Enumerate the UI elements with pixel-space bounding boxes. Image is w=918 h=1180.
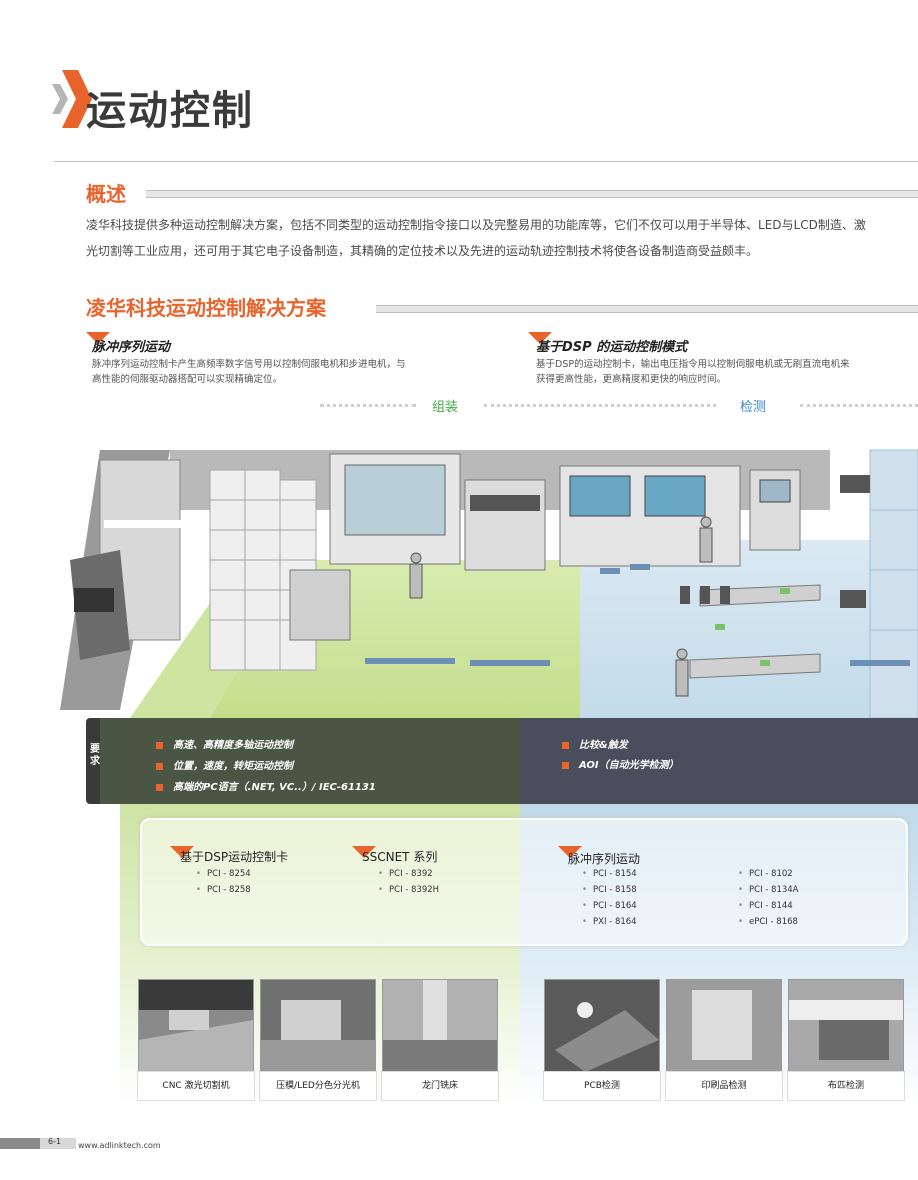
pulse-product-item: •PCI - 8158 xyxy=(582,885,637,895)
print-inspection-photo xyxy=(666,979,782,1073)
pcb-inspection-photo xyxy=(544,979,660,1073)
requirements-tab xyxy=(86,718,104,804)
pulse-product-item: •PCI - 8144 xyxy=(738,901,793,911)
solutions-heading: 凌华科技运动控制解决方案 xyxy=(86,296,326,320)
pulse-section-text: 脉冲序列运动控制卡产生高频率数字信号用以控制伺服电机和步进电机，与高性能的伺服驱… xyxy=(92,359,406,385)
pulse-section-title: 脉冲序列运动 xyxy=(92,340,171,355)
requirement-item: 位置，速度，转矩运动控制 xyxy=(156,757,293,772)
requirement-item: 高速、高精度多轴运动控制 xyxy=(156,736,293,751)
led-sorter-photo xyxy=(260,979,376,1073)
bullet-square-icon xyxy=(562,741,569,749)
gantry-mill-photo xyxy=(382,979,498,1073)
zone-dotted-line xyxy=(484,404,716,407)
application-caption: PCB检测 xyxy=(543,1071,661,1101)
fabric-inspection-photo xyxy=(788,979,904,1073)
zone-label-inspection: 检测 xyxy=(740,400,767,415)
zone-dotted-line xyxy=(320,404,416,407)
bullet-square-icon xyxy=(156,783,163,791)
dsp-section-text: 基于DSP的运动控制卡，输出电压指令用以控制伺服电机或无刷直流电机来获得更高性能… xyxy=(536,359,850,385)
factory-floor-illustration xyxy=(60,449,918,719)
zone-dotted-line xyxy=(800,404,918,407)
pulse-product-item: •PXI - 8164 xyxy=(582,917,637,927)
requirements-tab-label: 要求 xyxy=(90,744,100,767)
requirements-panel-inspection xyxy=(520,718,918,804)
requirement-item: 高端的PC语言（.NET, VC..）/ IEC-61131 xyxy=(156,778,376,793)
bullet-square-icon xyxy=(562,761,569,769)
sscnet-products-marker-icon xyxy=(352,846,376,858)
pulse-product-item: •PCI - 8154 xyxy=(582,869,637,879)
title-chevron-icon xyxy=(52,70,92,128)
overview-heading: 概述 xyxy=(86,182,126,206)
pulse-product-item: •PCI - 8102 xyxy=(738,869,793,879)
dsp-section-title: 基于DSP 的运动控制模式 xyxy=(536,340,688,355)
overview-body: 凌华科技提供多种运动控制解决方案，包括不同类型的运动控制指令接口以及完整易用的功… xyxy=(86,218,866,258)
dsp-products-title: 基于DSP运动控制卡 xyxy=(180,850,289,864)
laser-cutter-photo xyxy=(138,979,254,1073)
solutions-heading-bar xyxy=(376,305,918,313)
bullet-square-icon xyxy=(156,741,163,749)
application-caption: CNC 激光切割机 xyxy=(137,1071,255,1101)
dsp-product-item: •PCI - 8254 xyxy=(196,869,251,879)
pulse-products-title: 脉冲序列运动 xyxy=(568,852,641,866)
application-caption: 印刷品检测 xyxy=(665,1071,783,1101)
page-title: 运动控制 xyxy=(86,88,254,134)
sscnet-products-title: SSCNET 系列 xyxy=(362,850,438,864)
bullet-square-icon xyxy=(156,762,163,770)
requirement-item: AOI（自动光学检测） xyxy=(562,756,679,771)
pulse-product-item: •PCI - 8164 xyxy=(582,901,637,911)
pulse-products-marker-icon xyxy=(558,846,582,858)
header-divider xyxy=(54,161,918,162)
requirement-item: 比较&触发 xyxy=(562,736,628,751)
requirements-panel-assembly xyxy=(100,718,520,804)
pulse-section-marker-icon xyxy=(86,332,110,344)
dsp-section-marker-icon xyxy=(528,332,552,344)
dsp-products-marker-icon xyxy=(170,846,194,858)
page-number: 6-1 xyxy=(48,1137,62,1146)
dsp-product-item: •PCI - 8258 xyxy=(196,885,251,895)
sscnet-product-item: •PCI - 8392H xyxy=(378,885,440,895)
application-caption: 压模/LED分色分光机 xyxy=(259,1071,377,1101)
pulse-product-item: •PCI - 8134A xyxy=(738,885,799,895)
product-panel xyxy=(140,818,908,946)
pulse-product-item: •ePCI - 8168 xyxy=(738,917,798,927)
sscnet-product-item: •PCI - 8392 xyxy=(378,869,433,879)
zone-label-assembly: 组装 xyxy=(432,400,459,415)
application-caption: 龙门铣床 xyxy=(381,1071,499,1101)
footer-url-link[interactable]: www.adlinktech.com xyxy=(78,1141,161,1150)
footer-bar-dark xyxy=(0,1138,40,1149)
application-caption: 布匹检测 xyxy=(787,1071,905,1101)
overview-heading-bar xyxy=(146,190,918,198)
